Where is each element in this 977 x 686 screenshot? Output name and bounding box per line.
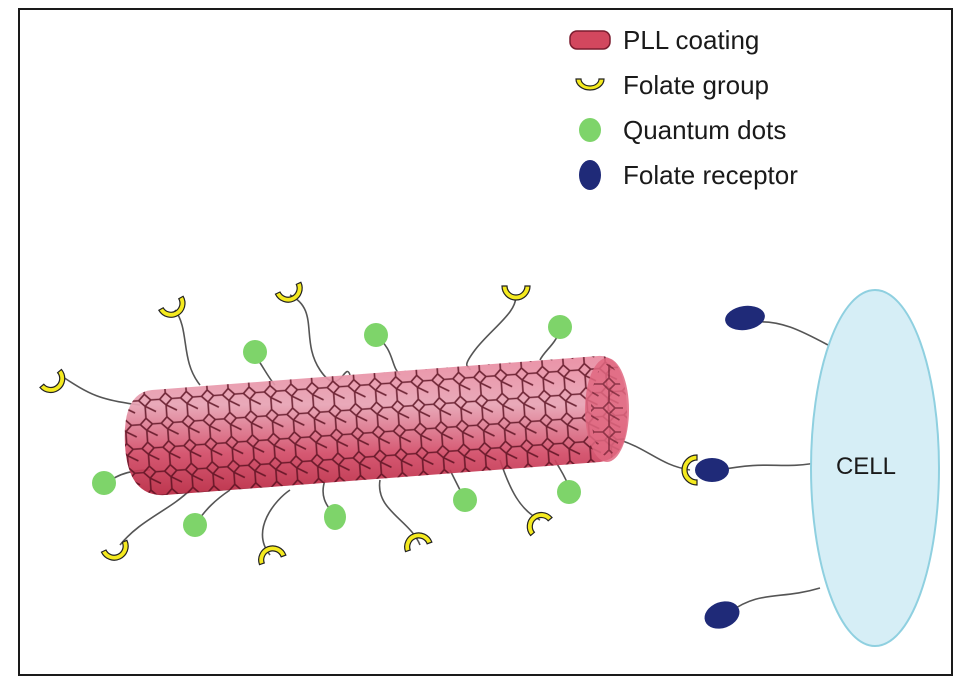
quantum-dot-icon: [579, 118, 601, 142]
folate-group-icon: [681, 454, 698, 486]
legend-label: PLL coating: [623, 25, 760, 55]
quantum-dots: [92, 315, 581, 537]
legend-item-folate-receptor: Folate receptor: [568, 157, 868, 193]
folate-receptor-icon: [695, 458, 729, 482]
quantum-dot-icon: [92, 471, 116, 495]
pll-coating-icon: [569, 30, 611, 50]
folate-group-icon: [526, 511, 553, 537]
folate-group-icon: [404, 532, 433, 553]
quantum-dot-icon: [243, 340, 267, 364]
quantum-dot-icon: [453, 488, 477, 512]
legend-item-quantum-dots: Quantum dots: [568, 112, 868, 148]
folate-group-icon: [158, 295, 186, 318]
folate-receptors: [695, 305, 765, 629]
folate-group-icon: [258, 545, 287, 566]
quantum-dot-icon: [183, 513, 207, 537]
figure-frame: [18, 8, 953, 676]
folate-group-icon: [39, 368, 66, 394]
legend-item-folate-group: Folate group: [568, 67, 868, 103]
cell: CELL: [810, 289, 940, 647]
folate-group-icon: [575, 78, 605, 91]
quantum-dot-icon: [557, 480, 581, 504]
quantum-dot-icon: [364, 323, 388, 347]
folate-receptor-icon: [725, 305, 765, 331]
folate-group-icon: [100, 539, 129, 561]
quantum-dot-icon: [548, 315, 572, 339]
folate-group-icon: [501, 285, 531, 301]
legend-item-pll-coating: PLL coating: [568, 22, 868, 58]
quantum-dot-icon: [324, 504, 346, 530]
legend-label: Folate receptor: [623, 160, 798, 190]
folate-receptor-icon: [704, 601, 740, 629]
legend-label: Quantum dots: [623, 115, 787, 145]
folate-groups: [39, 281, 698, 566]
legend-label: Folate group: [623, 70, 769, 100]
folate-receptor-icon: [579, 160, 601, 190]
cell-label: CELL: [836, 453, 896, 480]
folate-group-icon: [274, 281, 303, 303]
